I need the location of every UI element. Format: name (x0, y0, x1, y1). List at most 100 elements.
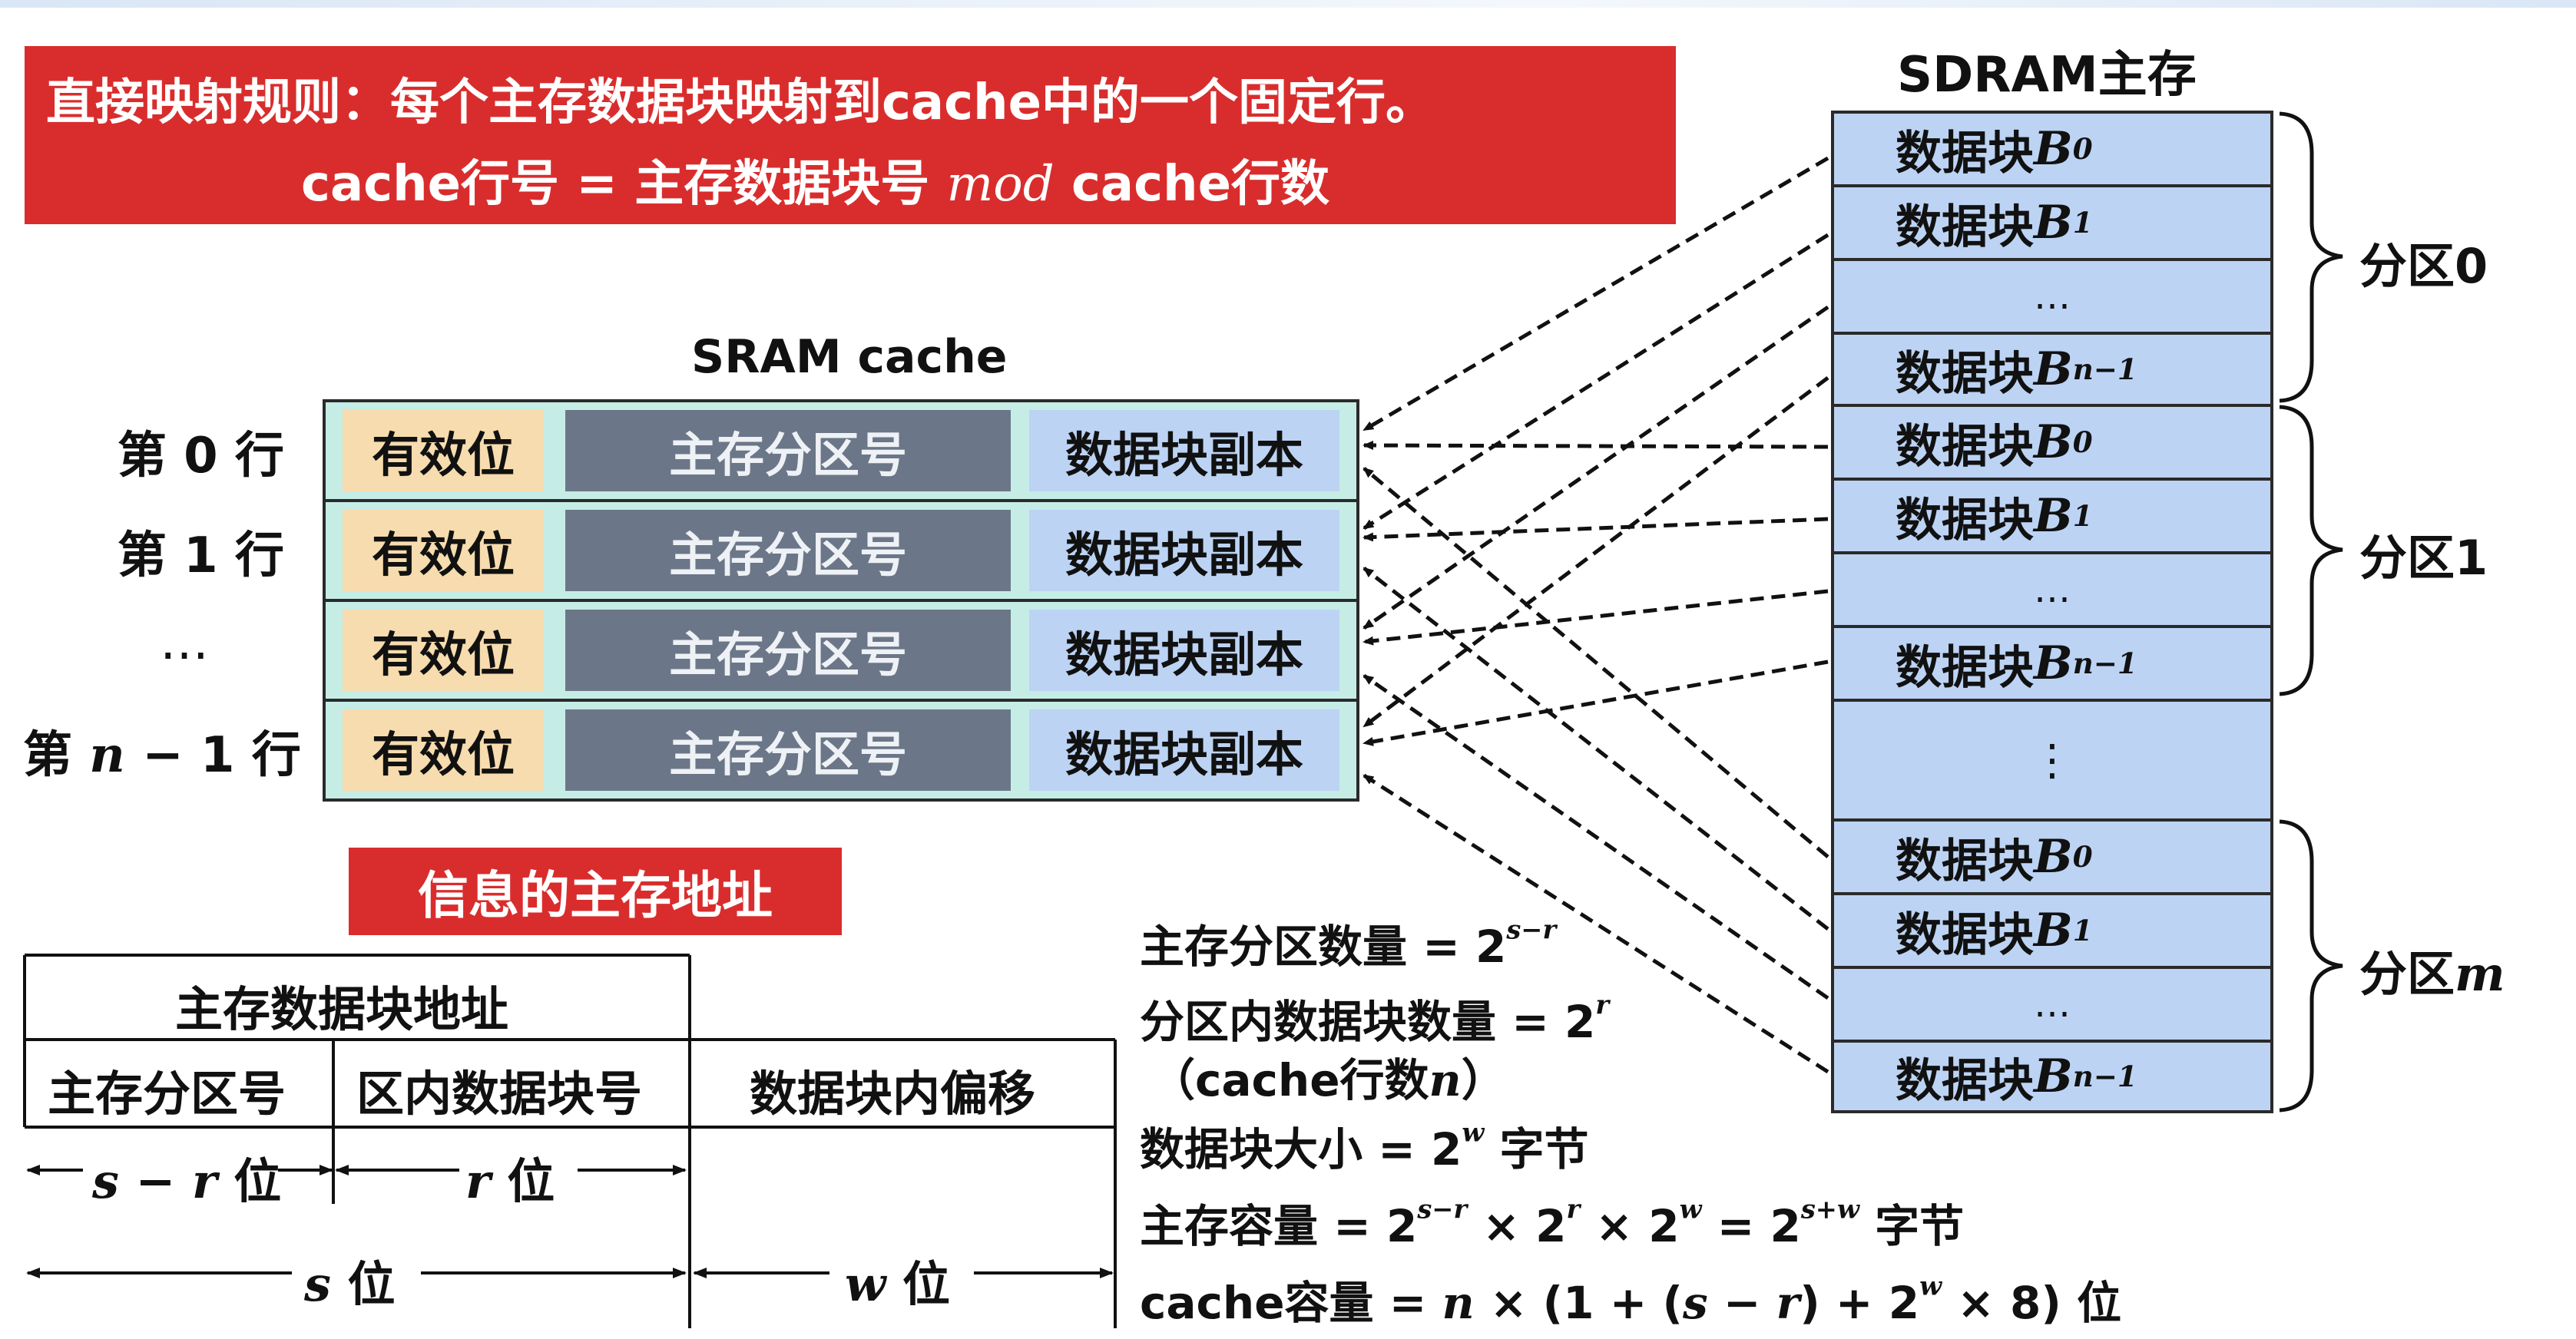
f3-exp: w (1462, 1116, 1485, 1148)
block-letter: B (2034, 196, 2073, 250)
block-subscript: 1 (2072, 499, 2093, 533)
mapping-arrow (1362, 376, 1829, 728)
f4-c: × 2 (1580, 1200, 1680, 1252)
cache-row-ellipsis: … (160, 614, 209, 671)
block-subscript: 0 (2072, 840, 2093, 874)
block-letter: B (2034, 904, 2073, 957)
partition-label-0: 分区0 (2359, 238, 2488, 294)
rule-banner: 直接映射规则：每个主存数据块映射到cache中的一个固定行。 cache行号 =… (25, 46, 1676, 224)
mapping-arrow (1362, 673, 1829, 1000)
bit-unit: 位 (233, 1153, 282, 1209)
f2-text: 分区内数据块数量 = 2 (1140, 996, 1596, 1048)
f2b-post: ） (1461, 1054, 1506, 1106)
info-address-title: 信息的主存地址 (349, 848, 842, 935)
f4-a: 主存容量 = 2 (1140, 1200, 1418, 1252)
bits-s-minus-r-math: s − r (92, 1153, 217, 1209)
block-in-partition-header: 区内数据块号 (356, 1066, 643, 1122)
brace-partition-1 (2279, 405, 2343, 696)
memory-block-ellipsis: … (1831, 551, 2273, 625)
block-prefix: 数据块 (1896, 346, 2034, 401)
row-divider (326, 499, 1356, 502)
bits-r-math: r (465, 1153, 491, 1209)
row-label-post: − 1 行 (124, 727, 301, 784)
block-letter: B (2034, 1050, 2073, 1103)
f5-f: × 8) 位 (1942, 1277, 2122, 1329)
mapping-arrow (1362, 156, 1829, 432)
cache-row-label: 第 0 行 (117, 428, 284, 484)
f3-post: 字节 (1484, 1123, 1589, 1175)
f1-text: 主存分区数量 = 2 (1140, 921, 1507, 973)
f3-text: 数据块大小 = 2 (1140, 1123, 1462, 1175)
valid-bit-cell: 有效位 (343, 510, 544, 591)
block-letter: B (2034, 342, 2073, 396)
brace-partition-m (2279, 819, 2343, 1113)
mapping-arrow (1362, 589, 1829, 646)
mapping-arrow (1362, 660, 1829, 746)
f4-e3: w (1679, 1193, 1702, 1225)
block-prefix: 数据块 (1896, 126, 2034, 180)
block-prefix: 数据块 (1896, 200, 2034, 254)
bits-s: s 位 (304, 1245, 396, 1314)
block-letter: B (2034, 415, 2073, 469)
block-prefix: 数据块 (1896, 419, 2034, 474)
bit-unit: 位 (902, 1256, 950, 1312)
f4-e1: s−r (1417, 1193, 1468, 1225)
bit-unit: 位 (347, 1256, 396, 1312)
f4-post: 字节 (1859, 1200, 1965, 1252)
f4-e2: r (1566, 1193, 1581, 1225)
f5-n: n (1442, 1277, 1475, 1329)
valid-bit-cell: 有效位 (343, 410, 544, 491)
partition-label-m-pre: 分区 (2359, 946, 2455, 1002)
bit-unit: 位 (507, 1153, 555, 1209)
rule-line-2-pre: cache行号 = 主存数据块号 (301, 156, 947, 213)
mod-operator: mod (946, 156, 1055, 213)
partition-label-m: 分区m (2359, 935, 2505, 1004)
rule-line-2-post: cache行数 (1054, 156, 1329, 213)
valid-bit-cell: 有效位 (343, 610, 544, 691)
block-address-header: 主存数据块地址 (175, 981, 509, 1037)
bits-s-minus-r: s − r 位 (92, 1142, 281, 1212)
partition-number-cell: 主存分区号 (565, 410, 1011, 491)
formula-partition-count: 主存分区数量 = 2s−r (1140, 911, 1556, 975)
partition-label-m-letter: m (2455, 946, 2505, 1002)
f5-r: r (1776, 1277, 1800, 1329)
block-offset-header: 数据块内偏移 (750, 1066, 1036, 1122)
block-subscript: n−1 (2072, 352, 2137, 386)
data-copy-cell: 数据块副本 (1029, 410, 1339, 491)
mapping-arrow (1362, 233, 1829, 531)
f2b-n: n (1429, 1054, 1462, 1106)
block-prefix: 数据块 (1896, 908, 2034, 962)
f4-b: × 2 (1467, 1200, 1567, 1252)
block-letter: B (2034, 636, 2073, 690)
formula-block-size: 数据块大小 = 2w 字节 (1140, 1113, 1589, 1178)
f1-exp: s−r (1506, 914, 1557, 945)
mapping-arrow (1362, 517, 1829, 542)
brace-partition-0 (2279, 111, 2343, 403)
data-copy-cell: 数据块副本 (1029, 510, 1339, 591)
block-prefix: 数据块 (1896, 1053, 2034, 1108)
block-subscript: n−1 (2072, 1060, 2137, 1093)
formula-cache-capacity: cache容量 = n × (1 + (s − r) + 2w × 8) 位 (1140, 1267, 2121, 1331)
row-divider (326, 599, 1356, 602)
memory-block-ellipsis: … (1831, 966, 2273, 1040)
data-copy-cell: 数据块副本 (1029, 610, 1339, 691)
f5-d: ) + 2 (1800, 1277, 1920, 1329)
cache-title: SRAM cache (691, 330, 1008, 384)
bits-s-math: s (304, 1256, 331, 1312)
valid-bit-cell: 有效位 (343, 709, 544, 791)
partition-number-header: 主存分区号 (48, 1066, 286, 1122)
mapping-arrow (1362, 441, 1829, 451)
mapping-arrow (1362, 305, 1829, 630)
f2b-pre: （cache行数 (1151, 1054, 1429, 1106)
rule-line-2: cache行号 = 主存数据块号 mod cache行数 (301, 144, 1329, 215)
mapping-arrow (1362, 567, 1829, 931)
data-copy-cell: 数据块副本 (1029, 709, 1339, 791)
